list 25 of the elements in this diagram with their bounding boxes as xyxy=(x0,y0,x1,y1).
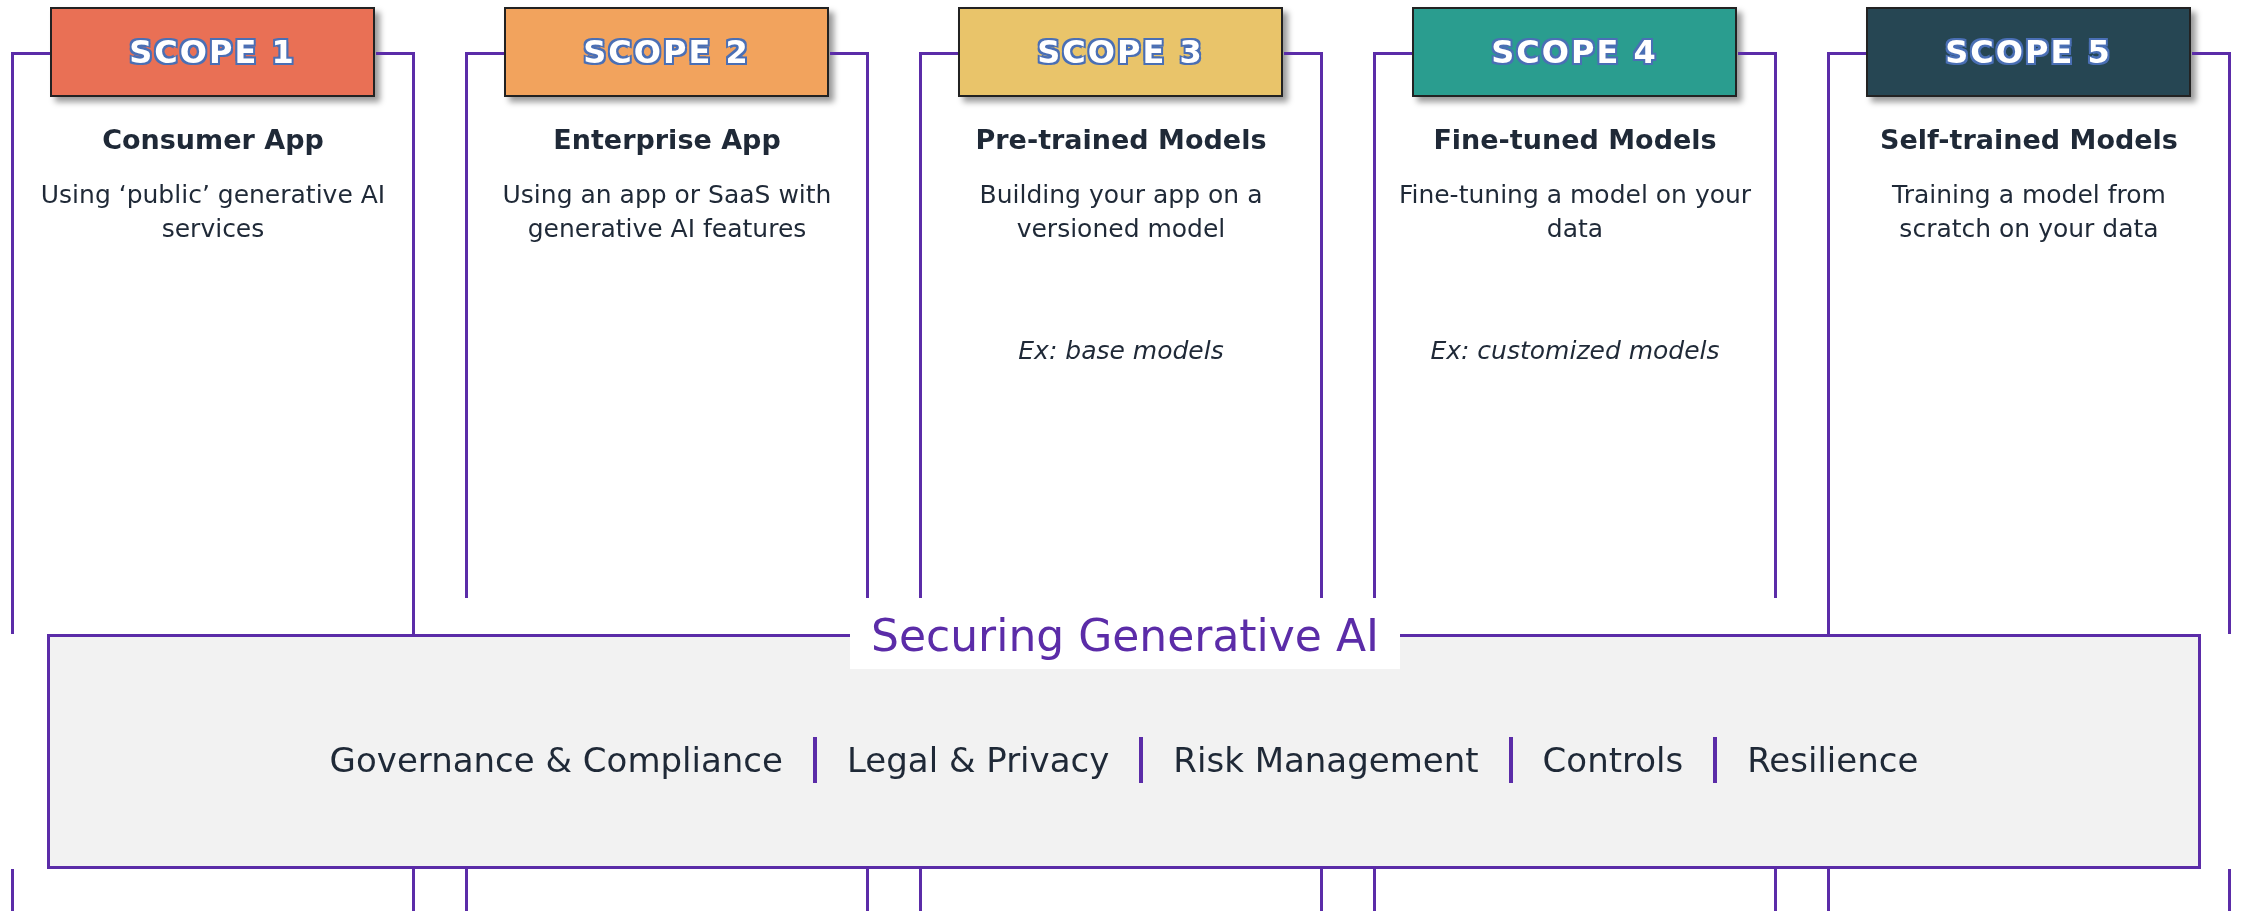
domain-item: Governance & Compliance xyxy=(329,740,783,780)
scope-title: Consumer App xyxy=(101,124,325,155)
scope-column xyxy=(1373,99,1777,598)
scope-title: Pre-trained Models xyxy=(974,124,1268,155)
scope-description: Building your app on a versioned model xyxy=(978,179,1264,245)
domain-item: Controls xyxy=(1542,740,1684,780)
scope-tab: SCOPE 1 xyxy=(50,7,375,97)
scope-description: Fine-tuning a model on your data xyxy=(1397,179,1753,245)
scope-tab: SCOPE 3 xyxy=(958,7,1283,97)
scope-title: Enterprise App xyxy=(552,124,782,155)
domain-item: Risk Management xyxy=(1173,740,1479,780)
scope-description: Training a model from scratch on your data xyxy=(1891,179,2167,245)
scope-tab: SCOPE 2 xyxy=(504,7,829,97)
example-text: Ex: customized models xyxy=(1429,335,1721,367)
domain-item: Resilience xyxy=(1747,740,1919,780)
scope-column xyxy=(465,99,869,598)
scope-description: Using an app or SaaS with generative AI features xyxy=(501,179,833,245)
scope-title: Fine-tuned Models xyxy=(1432,124,1718,155)
scope-column xyxy=(919,99,1323,598)
scope-description: Using ‘public’ generative AI services xyxy=(39,179,387,245)
scope-tab: SCOPE 5 xyxy=(1866,7,2191,97)
scope-title: Self-trained Models xyxy=(1879,124,2179,155)
scope-tab: SCOPE 4 xyxy=(1412,7,1737,97)
example-text: Ex: base models xyxy=(1017,335,1225,367)
domain-item: Legal & Privacy xyxy=(847,740,1110,780)
